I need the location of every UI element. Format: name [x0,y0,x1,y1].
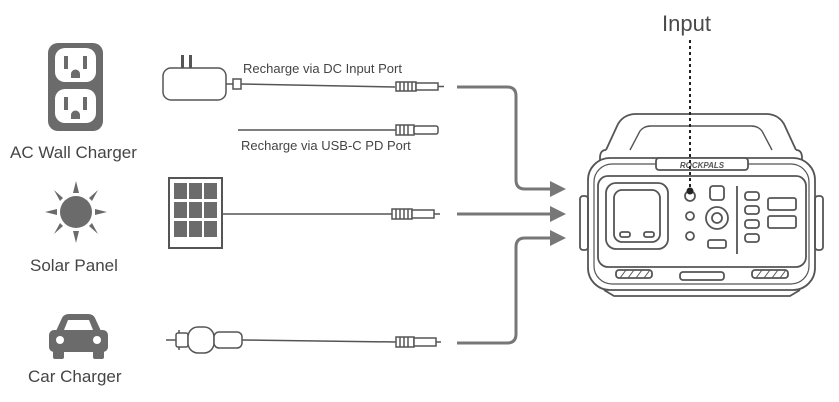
car-icon [49,314,108,359]
arrow-dc [457,85,552,191]
power-station-icon [579,113,824,297]
solar-cable [222,208,440,220]
ac-wall-charger-label: AC Wall Charger [10,143,137,162]
input-label: Input [662,11,711,36]
usbc-cable [238,124,439,136]
dc-input-port-label: Recharge via DC Input Port [243,61,402,76]
car-cable [241,336,441,348]
vent-hatching [619,269,787,279]
arrow-car [457,236,552,345]
car-plug-icon [166,326,243,354]
adapter-icon [162,55,242,101]
solar-panel-label: Solar Panel [30,256,118,275]
usbc-pd-port-label: Recharge via USB-C PD Port [241,138,411,153]
input-port-dot [686,187,694,195]
dc-cable [240,81,444,92]
brand-logo: ROCKPALS [680,161,725,170]
arrow-heads [550,181,566,246]
connector-arrows [457,85,552,345]
sun-icon [45,181,107,243]
solar-panel-icon [168,177,223,249]
car-charger-label: Car Charger [28,367,122,386]
outlet-icon [48,43,103,131]
